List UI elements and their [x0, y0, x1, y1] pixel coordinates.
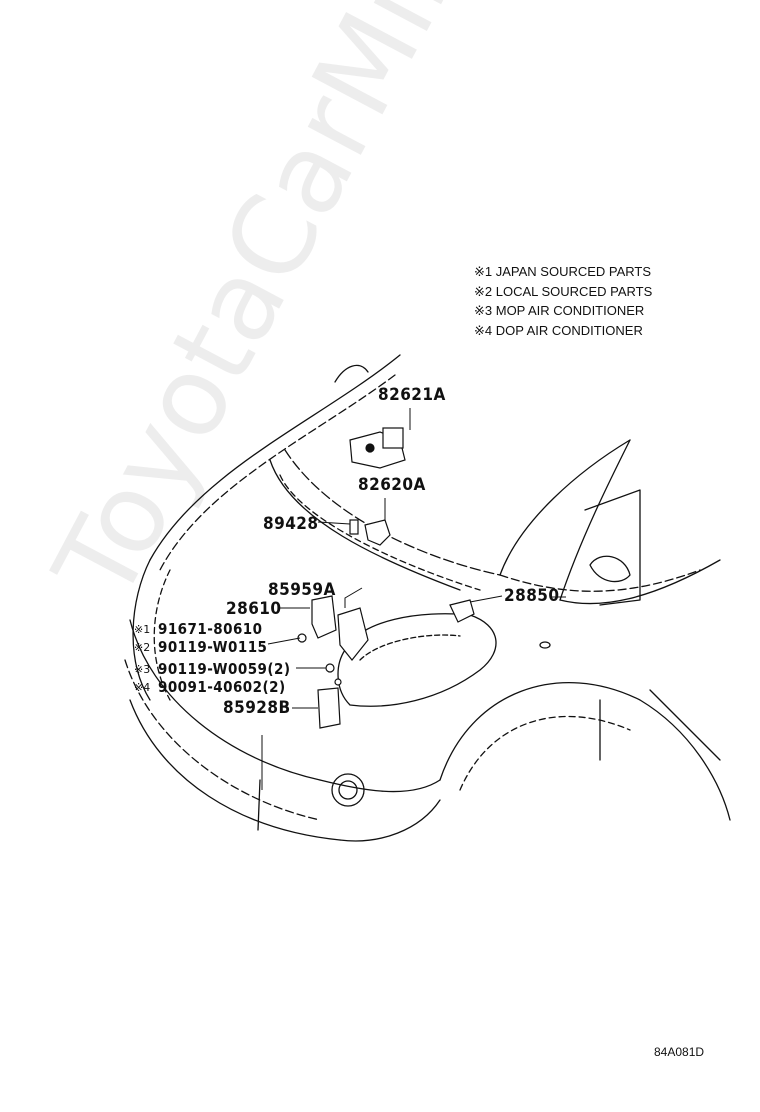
bracket-85959A [337, 607, 369, 661]
note-mark-1: ※1 [134, 623, 151, 636]
part-28850: 28850 [504, 586, 560, 606]
fender-top [499, 569, 701, 592]
part-28610: 28610 [226, 599, 282, 619]
bolt-90119b [325, 663, 335, 673]
grille-1 [132, 559, 151, 701]
headlamp-outline [337, 613, 497, 707]
relay-85928B [317, 687, 341, 729]
door-line [584, 489, 641, 606]
headlamp-inner [359, 634, 461, 661]
part-90091-40602: 90091-40602(2) [158, 678, 286, 696]
leader-28850 [469, 595, 503, 603]
horn-82621A-dot [365, 443, 375, 453]
bolt-90091 [334, 678, 342, 686]
horn-82621A-box [382, 427, 404, 449]
legend: ※1 JAPAN SOURCED PARTS ※2 LOCAL SOURCED … [474, 262, 652, 340]
wheel-arch [439, 681, 731, 821]
clip-89428 [349, 519, 359, 535]
hood-right-edge [499, 439, 631, 576]
part-91671-80610: 91671-80610 [158, 620, 263, 638]
hood-crease [269, 459, 461, 591]
hood-inner [279, 474, 481, 591]
hood-line [284, 449, 501, 576]
note-mark-3: ※3 [134, 663, 151, 676]
part-89428: 89428 [263, 514, 319, 534]
relay-28610 [311, 595, 337, 639]
windshield [559, 439, 631, 601]
bumper-edge [319, 779, 441, 793]
hood-left-edge-dash [159, 374, 396, 571]
part-85959A: 85959A [268, 580, 336, 600]
connector-28850 [449, 599, 475, 623]
bumper-top [129, 619, 321, 781]
leader-90119a [267, 637, 301, 645]
grille-2 [153, 569, 171, 701]
bumper-lower [129, 699, 341, 841]
legend-item-4: ※4 DOP AIR CONDITIONER [474, 322, 643, 338]
hood-left-edge [149, 354, 401, 561]
mirror [589, 555, 631, 583]
fog-lamp-inner [338, 780, 358, 800]
bracket-82620A-shape [364, 519, 391, 546]
fog-lamp [331, 773, 365, 807]
part-90119-W0115: 90119-W0115 [158, 638, 268, 656]
part-90119-W0059: 90119-W0059(2) [158, 660, 291, 678]
legend-item-1: ※1 JAPAN SOURCED PARTS [474, 264, 652, 279]
bumper-line [124, 659, 321, 821]
fender-line [559, 559, 721, 605]
leader-85959A [344, 587, 363, 608]
legend-item-3: ※3 MOP AIR CONDITIONER [474, 303, 645, 318]
part-82620A: 82620A [358, 475, 426, 495]
leader-89428 [317, 521, 351, 525]
wheel-arch-inner [459, 715, 631, 791]
part-85928B: 85928B [223, 698, 291, 718]
legend-item-2: ※2 LOCAL SOURCED PARTS [474, 283, 653, 299]
note-mark-4: ※4 [134, 681, 151, 694]
bumper-edge-2 [339, 799, 441, 842]
side-marker [539, 641, 551, 649]
note-mark-2: ※2 [134, 641, 151, 654]
a-pillar [334, 364, 369, 383]
diagram-code: 84A081D [654, 1045, 705, 1059]
body-line-3 [649, 689, 721, 761]
body-line-1 [257, 779, 261, 831]
part-82621A: 82621A [378, 385, 446, 405]
